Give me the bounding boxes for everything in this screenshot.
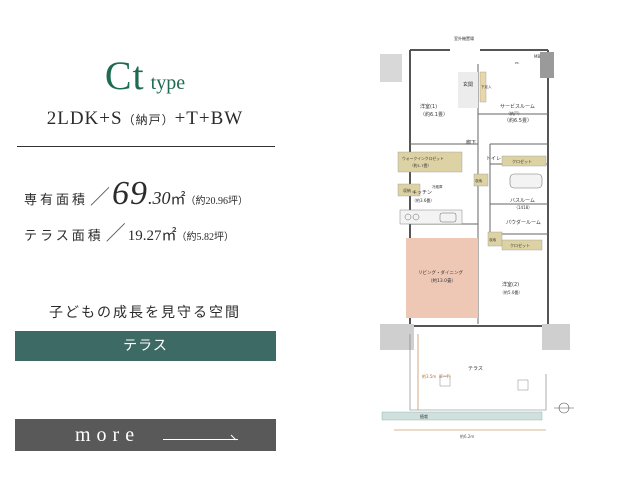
- mb-label: MB: [534, 54, 540, 59]
- closet-lower: [501, 239, 543, 251]
- more-label: more: [75, 424, 141, 446]
- shoe-box: [479, 71, 487, 103]
- planter: [381, 411, 543, 421]
- floor-area-int: 69: [112, 175, 149, 212]
- terrace-area-label: テラス面積: [24, 228, 104, 243]
- terrace-outline: [409, 334, 547, 411]
- terrace-tab[interactable]: テラス: [15, 331, 276, 361]
- layout-main: 2LDK+S: [46, 108, 123, 129]
- powder-room-label: パウダールーム: [506, 219, 541, 226]
- service-room-label: サービスルーム: [500, 103, 535, 110]
- ldk-label: リビング・ダイニング: [418, 269, 463, 276]
- terrace-area-value: 19.27: [127, 228, 162, 244]
- bathtub: [509, 173, 543, 189]
- terrace-depth-label: 約3.5m（E〜F）: [422, 373, 453, 379]
- terrace-area-row: テラス面積／19.27㎡（約5.82坪）: [24, 217, 234, 246]
- sink-icon: [439, 212, 457, 223]
- kitchen-label: キッチン: [412, 190, 432, 196]
- kitchen-size: （約3.6畳）: [412, 197, 434, 203]
- western-room-1-label: 洋室(1): [420, 103, 437, 110]
- closet-upper: [501, 155, 547, 167]
- entrance-floor: [458, 72, 478, 108]
- more-button[interactable]: more: [15, 419, 276, 451]
- type-word: type: [150, 72, 186, 94]
- floor-area-label: 専有面積: [24, 192, 89, 207]
- wall-right-bottom: [542, 324, 570, 350]
- outdoor-unit-label: 室外機置場: [454, 35, 474, 41]
- floor-area-dec: .30: [148, 188, 171, 208]
- bathroom-size: （1418）: [514, 205, 532, 210]
- storage-left: [397, 183, 421, 197]
- title-divider: [17, 146, 275, 147]
- western-room-2-label: 洋室(2): [502, 281, 519, 288]
- closet-lower-label: クロゼット: [510, 242, 530, 248]
- walk-in-closet-size: （約1.7畳）: [410, 163, 431, 168]
- storage-small: [473, 173, 489, 187]
- walk-in-closet: [397, 151, 463, 173]
- shoe-box-label: 下足入: [481, 84, 492, 89]
- layout-suffix: +T+BW: [174, 108, 244, 129]
- floor-area-slash: ／: [90, 187, 111, 209]
- floor-area-row: 専有面積／69.30㎡（約20.96坪）: [24, 175, 248, 213]
- western-room-1-size: （約6.1畳）: [420, 111, 448, 118]
- service-room-size: （約6.5畳）: [504, 117, 532, 124]
- storage-small-label: 収納: [475, 178, 483, 183]
- bathroom-label: バスルーム: [510, 198, 535, 204]
- terrace-label: テラス: [468, 366, 483, 372]
- more-arrow-line: [163, 439, 238, 440]
- wall-left-bottom: [380, 324, 414, 350]
- terrace-table-icon: [439, 375, 451, 387]
- service-room-sub: （納戸）: [506, 110, 522, 116]
- toilet-label: トイレ: [486, 156, 501, 162]
- storage-powder: [487, 231, 503, 247]
- storage-left-label: 収納: [403, 187, 411, 193]
- terrace-width-label: 約6.2m: [460, 433, 474, 439]
- entrance-label: 玄関: [463, 81, 473, 88]
- terrace-area-unit: ㎡: [161, 228, 177, 244]
- corridor-label: 廊下: [466, 139, 476, 146]
- walk-in-closet-label: ウォークインクロゼット: [402, 156, 444, 161]
- planter-label: 植栽: [420, 413, 428, 419]
- layout-code: 2LDK+S（納戸）+T+BW: [0, 108, 290, 130]
- terrace-area-tsubo: （約5.82坪）: [176, 232, 235, 243]
- floor-plan: 玄関 下足入 室外機置場 MB PS 洋室(1) （約6.1畳） サービスルーム…: [370, 34, 590, 446]
- tagline: 子どもの成長を見守る空間: [49, 305, 241, 321]
- layout-paren: （納戸）: [122, 113, 175, 127]
- ldk-size: （約13.0畳）: [428, 277, 456, 284]
- kitchen-counter: [399, 209, 463, 225]
- floor-area-tsubo: （約20.96坪）: [185, 196, 249, 207]
- terrace-chair-icon: [517, 379, 529, 391]
- ldk-area: [406, 238, 478, 318]
- terrace-area-slash: ／: [105, 223, 126, 245]
- wall-right-top: [540, 52, 554, 78]
- closet-upper-label: クロゼット: [512, 158, 532, 164]
- western-room-2-size: （約5.0畳）: [500, 289, 522, 295]
- type-letter: Ct: [104, 53, 145, 98]
- stove-icon-2: [412, 213, 420, 221]
- pantry-label: 冷蔵庫: [432, 184, 443, 189]
- wall-left-top: [380, 54, 402, 82]
- ps-label-top: PS: [515, 61, 519, 65]
- floor-area-unit: ㎡: [170, 192, 186, 208]
- storage-powder-label: 収納: [489, 237, 497, 242]
- stove-icon: [404, 213, 412, 221]
